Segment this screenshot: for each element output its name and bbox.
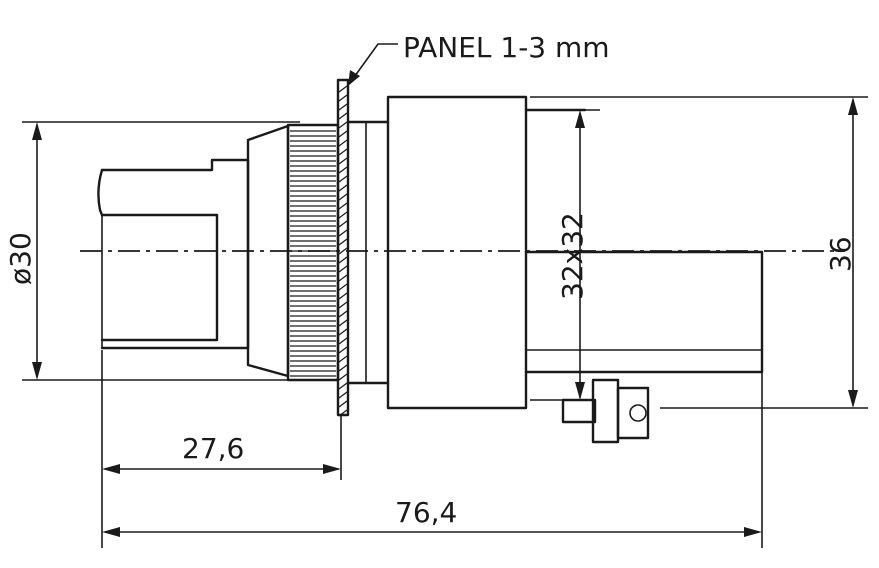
panel-hatch-line — [338, 319, 348, 327]
panel-hatch-line — [338, 94, 348, 102]
panel-hatch-line — [338, 346, 348, 354]
panel-hatch-line — [338, 112, 348, 120]
panel-hatch-line — [338, 247, 348, 255]
panel-hatch-line — [338, 265, 348, 273]
terminal — [530, 378, 650, 444]
total-depth-label: 76,4 — [395, 496, 457, 529]
panel-hatch-line — [338, 175, 348, 183]
panel-hatch-line — [338, 220, 348, 228]
dim-total-depth — [102, 372, 763, 548]
panel-hatch-line — [338, 292, 348, 300]
panel-hatch-line — [338, 355, 348, 363]
panel-hatch-line — [338, 301, 348, 309]
diameter-label: ø30 — [4, 232, 37, 285]
panel-hatch-line — [338, 373, 348, 381]
panel-hatch-line — [338, 121, 348, 129]
dim-front-depth — [101, 350, 342, 548]
panel-hatch-line — [338, 238, 348, 246]
dim-square — [530, 109, 600, 400]
panel-hatch-line — [338, 400, 348, 408]
panel-hatch-line — [338, 256, 348, 264]
panel-callout — [348, 43, 398, 86]
height-label: 36 — [824, 236, 857, 272]
dim-diameter — [22, 121, 300, 381]
panel-hatch-line — [338, 202, 348, 210]
panel-hatch-line — [338, 337, 348, 345]
panel-hatch-line — [338, 274, 348, 282]
panel-hatch-line — [338, 391, 348, 399]
panel-hatch-line — [338, 130, 348, 138]
knurled-ring — [286, 123, 340, 382]
lens-cap — [97, 158, 250, 350]
panel-hatch-line — [338, 229, 348, 237]
panel-hatch-line — [338, 148, 348, 156]
panel-label: PANEL 1-3 mm — [403, 31, 610, 64]
dim-height — [530, 96, 868, 409]
panel-hatch-line — [338, 103, 348, 111]
panel-hatch-line — [338, 157, 348, 165]
panel-hatch-line — [338, 283, 348, 291]
panel-hatch-line — [338, 139, 348, 147]
panel-hatch-line — [338, 184, 348, 192]
panel-plate — [336, 78, 350, 417]
panel-hatch-line — [338, 85, 348, 93]
panel-hatch-line — [338, 310, 348, 318]
main-housing — [386, 95, 528, 410]
panel-hatch-line — [338, 328, 348, 336]
panel-hatch-line — [338, 382, 348, 390]
housing-neck — [346, 120, 390, 385]
front-depth-label: 27,6 — [182, 432, 244, 465]
panel-hatch-line — [338, 364, 348, 372]
panel-hatch-line — [338, 166, 348, 174]
panel-hatch-line — [338, 211, 348, 219]
square-label: 32x32 — [556, 212, 589, 300]
panel-hatch-line — [338, 193, 348, 201]
